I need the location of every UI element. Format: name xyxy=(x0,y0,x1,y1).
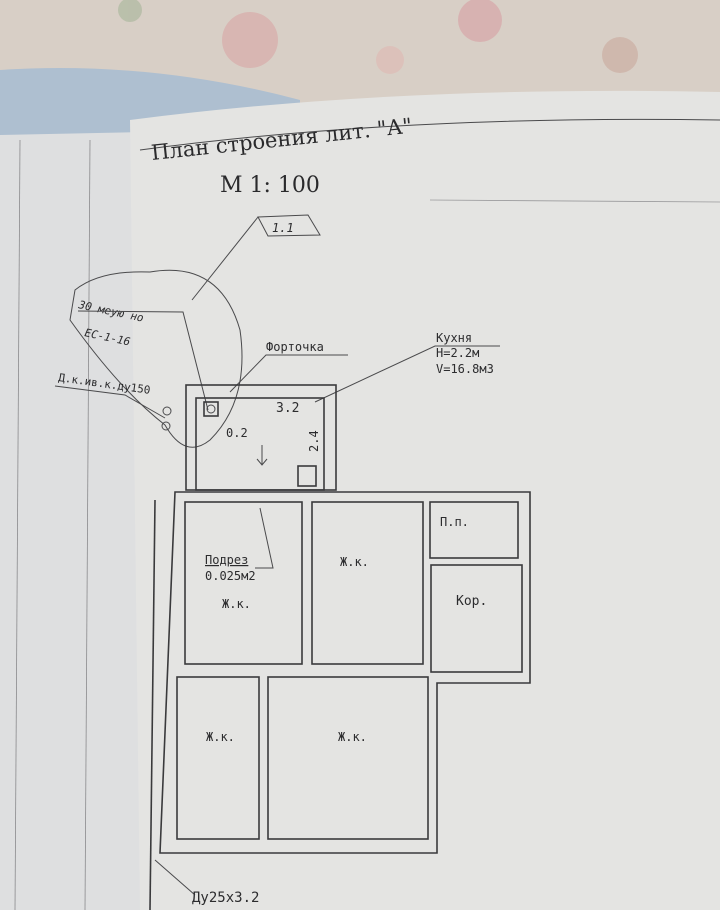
room-pantry xyxy=(429,501,519,559)
stove-icon xyxy=(297,465,317,487)
room-living-4 xyxy=(267,676,429,840)
kitchen-room: 3.2 0.2 2.4 xyxy=(185,384,337,491)
pipe-label: Ду25х3.2 xyxy=(192,890,259,906)
house-plan xyxy=(149,491,531,910)
kitchen-volume: V=16.8м3 xyxy=(436,362,494,376)
section-mark: 1.1 xyxy=(272,221,294,235)
room-living-3 xyxy=(176,676,260,840)
valve-icon xyxy=(161,421,171,431)
left-page xyxy=(0,132,145,910)
plan-scale: М 1: 100 xyxy=(220,173,320,198)
undercut-area: 0.025м2 xyxy=(205,569,256,583)
kitchen-height: Н=2.2м xyxy=(436,346,479,360)
kitchen-depth: 2.4 xyxy=(307,430,321,452)
room-label-pantry: П.п. xyxy=(440,515,469,529)
undercut-label: Подрез xyxy=(205,553,248,567)
fabric-pattern xyxy=(118,0,638,74)
room-label-living-4: Ж.к. xyxy=(338,730,367,744)
kitchen-small-dim: 0.2 xyxy=(226,426,248,440)
room-label-living-2: Ж.к. xyxy=(340,555,369,569)
valve-icon xyxy=(162,406,172,416)
vent-label: Форточка xyxy=(266,340,324,354)
room-label-corridor: Кор. xyxy=(456,594,487,609)
room-living-2 xyxy=(311,501,424,665)
kitchen-name: Кухня xyxy=(436,331,472,345)
room-corridor xyxy=(430,564,523,673)
kitchen-width: 3.2 xyxy=(276,401,299,416)
room-label-living-3: Ж.к. xyxy=(206,730,235,744)
section-mark-box xyxy=(257,214,321,237)
page-top-rule xyxy=(139,118,720,151)
room-living-1 xyxy=(184,501,303,665)
main-page xyxy=(130,90,720,910)
boiler-icon xyxy=(203,401,219,417)
room-label-living-1: Ж.к. xyxy=(222,597,251,611)
